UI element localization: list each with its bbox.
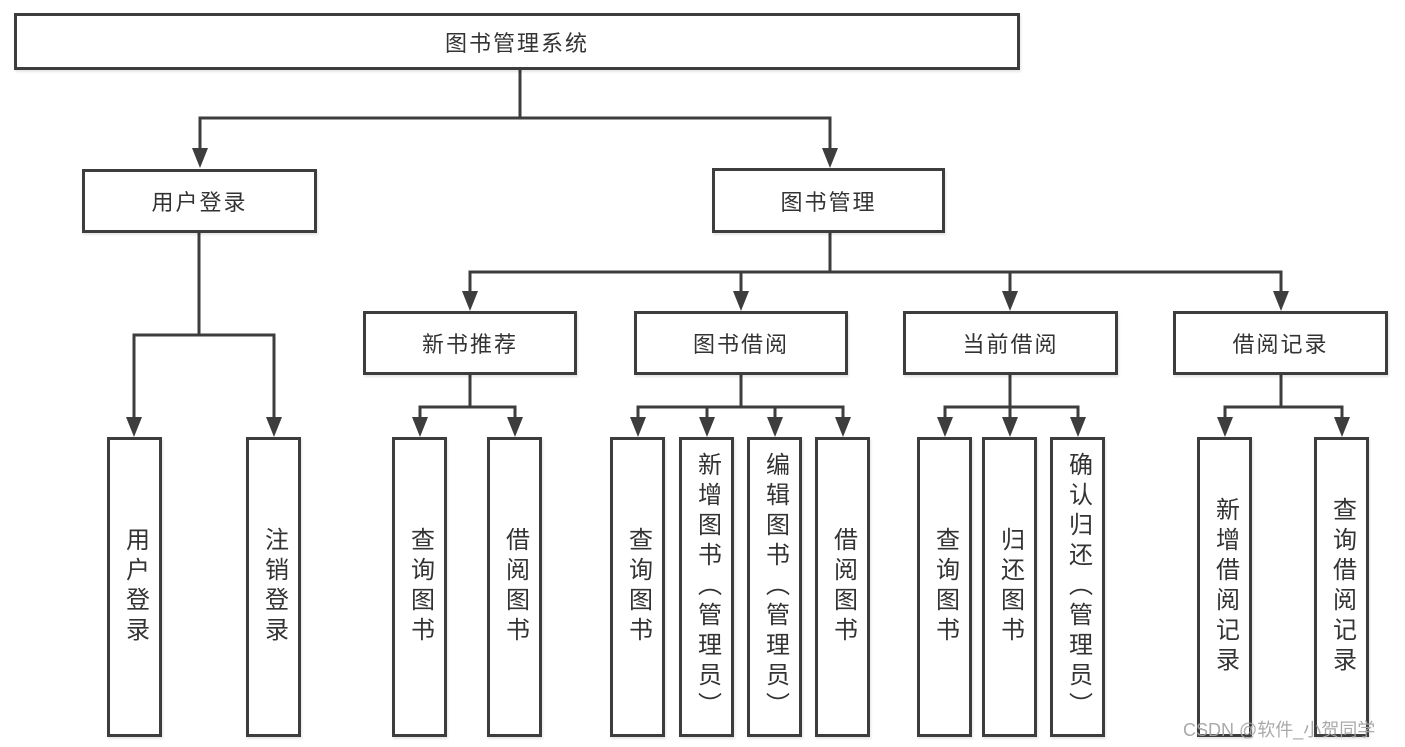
node-current-borrow-label: 当前借阅: [962, 332, 1059, 357]
node-book-borrow: 图书借阅: [634, 311, 848, 375]
leaf-borrow-add-books-admin: 新增图书（管理员）: [679, 437, 734, 737]
leaf-newbook-query-books: 查询图书: [392, 437, 447, 737]
node-current-borrow: 当前借阅: [903, 311, 1118, 375]
leaf-logout-label: 注销登录: [260, 527, 288, 647]
arrowhead-icons: [126, 148, 1350, 437]
connector-segments: [132, 68, 1344, 421]
watermark: CSDN @软件_小贺同学: [1183, 716, 1375, 742]
node-root-label: 图书管理系统: [444, 30, 589, 56]
node-root-system: 图书管理系统: [14, 13, 1020, 70]
leaf-records-query-record: 查询借阅记录: [1314, 437, 1369, 737]
leaf-records-query-record-label: 查询借阅记录: [1328, 497, 1356, 677]
node-book-management: 图书管理: [712, 168, 945, 233]
leaf-user-login-label: 用户登录: [121, 527, 149, 647]
leaf-logout: 注销登录: [246, 437, 301, 737]
node-user-login-label: 用户登录: [151, 190, 248, 215]
leaf-newbook-borrow-books: 借阅图书: [487, 437, 542, 737]
leaf-records-add-record-label: 新增借阅记录: [1211, 497, 1239, 677]
leaf-borrow-edit-books-admin-label: 编辑图书（管理员）: [761, 452, 789, 722]
leaf-borrow-query-books: 查询图书: [610, 437, 665, 737]
leaf-newbook-query-books-label: 查询图书: [406, 527, 434, 647]
leaf-user-login: 用户登录: [107, 437, 162, 737]
leaf-current-return-books: 归还图书: [982, 437, 1037, 737]
watermark-text: CSDN @软件_小贺同学: [1183, 720, 1376, 740]
leaf-current-confirm-return-admin: 确认归还（管理员）: [1050, 437, 1105, 737]
node-user-login: 用户登录: [82, 169, 317, 233]
leaf-borrow-add-books-admin-label: 新增图书（管理员）: [693, 452, 721, 722]
node-new-book-recommend: 新书推荐: [363, 311, 577, 375]
leaf-borrow-borrow-books: 借阅图书: [815, 437, 870, 737]
leaf-borrow-edit-books-admin: 编辑图书（管理员）: [747, 437, 802, 737]
leaf-current-return-books-label: 归还图书: [996, 527, 1024, 647]
node-borrow-records: 借阅记录: [1173, 311, 1388, 375]
leaf-borrow-borrow-books-label: 借阅图书: [829, 527, 857, 647]
leaf-records-add-record: 新增借阅记录: [1197, 437, 1252, 737]
node-borrow-records-label: 借阅记录: [1232, 332, 1329, 357]
leaf-current-query-books-label: 查询图书: [931, 527, 959, 647]
leaf-borrow-query-books-label: 查询图书: [624, 527, 652, 647]
leaf-newbook-borrow-books-label: 借阅图书: [501, 527, 529, 647]
node-new-book-recommend-label: 新书推荐: [421, 332, 518, 357]
node-book-borrow-label: 图书借阅: [692, 332, 789, 357]
node-book-management-label: 图书管理: [780, 189, 877, 215]
leaf-current-query-books: 查询图书: [917, 437, 972, 737]
leaf-current-confirm-return-admin-label: 确认归还（管理员）: [1064, 452, 1092, 722]
